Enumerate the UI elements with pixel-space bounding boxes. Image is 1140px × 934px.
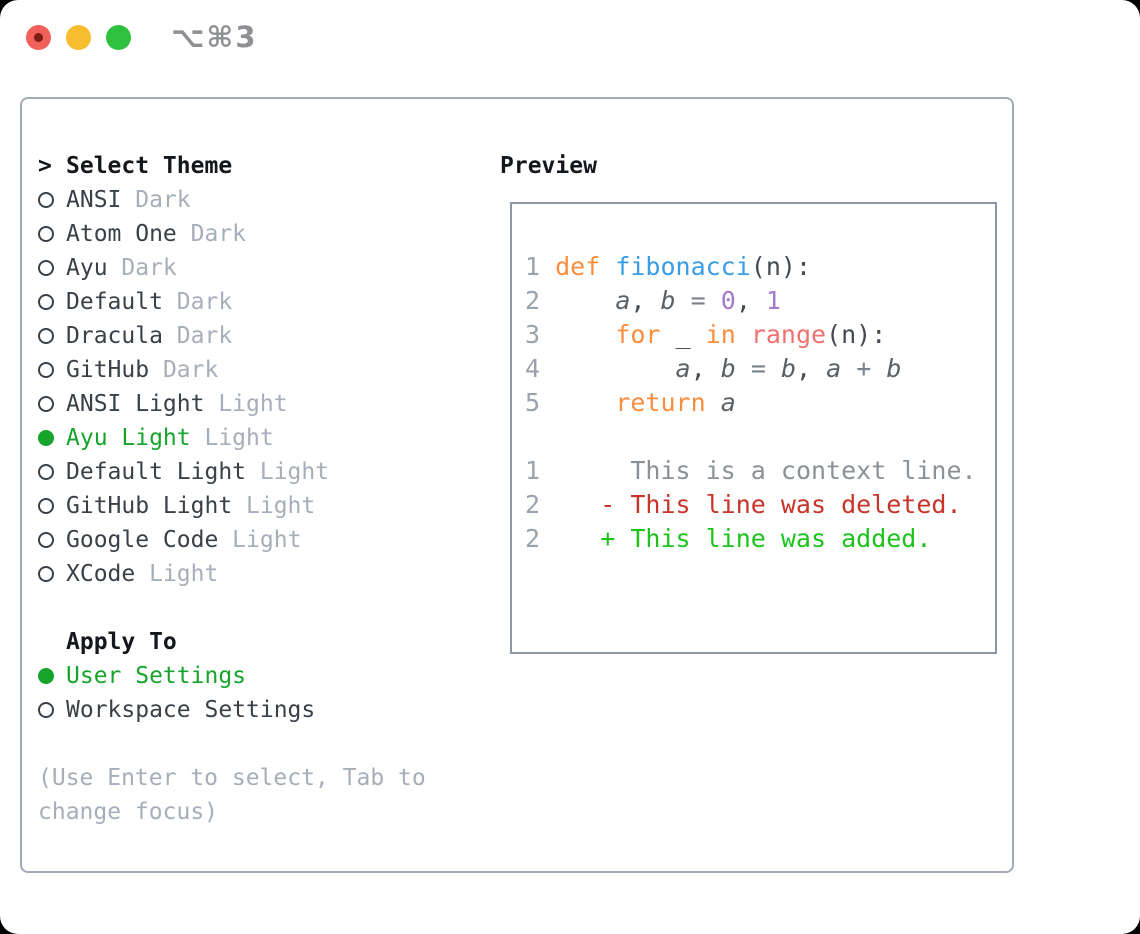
option-variant-label: Dark bbox=[107, 255, 177, 281]
option-variant-label: Light bbox=[204, 391, 288, 417]
hint-line-2: change focus) bbox=[38, 799, 219, 825]
theme-option-default[interactable]: Default Dark bbox=[38, 285, 426, 319]
theme-option-dracula[interactable]: Dracula Dark bbox=[38, 319, 426, 353]
option-label: Google Code bbox=[66, 527, 219, 553]
option-variant-label: Light bbox=[135, 561, 219, 587]
option-variant-label: Dark bbox=[162, 323, 233, 349]
theme-option-github-light[interactable]: GitHub Light Light bbox=[38, 489, 426, 523]
option-variant-label: Dark bbox=[162, 289, 233, 315]
theme-option-xcode[interactable]: XCode Light bbox=[38, 557, 426, 591]
window-title: ⌥⌘3 bbox=[171, 20, 258, 54]
option-label: GitHub Light bbox=[66, 493, 233, 519]
window-titlebar: ⌥⌘3 bbox=[26, 20, 258, 54]
option-label: User Settings bbox=[66, 663, 247, 689]
preview-code-line: 5 return a bbox=[525, 388, 736, 417]
option-variant-label: Dark bbox=[149, 357, 219, 383]
option-variant-label: Dark bbox=[121, 187, 191, 213]
theme-option-ansi[interactable]: ANSI Dark bbox=[38, 183, 426, 217]
apply-option-workspace-settings[interactable]: Workspace Settings bbox=[38, 693, 426, 727]
radio-icon bbox=[38, 464, 66, 480]
preview-code-line: 1 def fibonacci(n): bbox=[525, 252, 812, 281]
option-label: XCode bbox=[66, 561, 136, 587]
radio-icon bbox=[38, 532, 66, 548]
option-label: Dracula bbox=[66, 323, 163, 349]
radio-icon bbox=[38, 294, 66, 310]
theme-option-ansi-light[interactable]: ANSI Light Light bbox=[38, 387, 426, 421]
hint-line-1: (Use Enter to select, Tab to bbox=[38, 765, 426, 791]
option-variant-label: Light bbox=[190, 425, 274, 451]
option-variant-label: Dark bbox=[176, 221, 247, 247]
apply-option-user-settings[interactable]: User Settings bbox=[38, 659, 426, 693]
radio-selected-icon bbox=[38, 668, 66, 684]
preview-code-line: 3 for _ in range(n): bbox=[525, 320, 887, 349]
radio-icon bbox=[38, 226, 66, 242]
theme-option-google-code[interactable]: Google Code Light bbox=[38, 523, 426, 557]
radio-icon bbox=[38, 396, 66, 412]
option-label: Ayu Light bbox=[66, 425, 191, 451]
preview-code-line: 4 a, b = b, a + b bbox=[525, 354, 902, 383]
radio-icon bbox=[38, 566, 66, 582]
radio-icon bbox=[38, 328, 66, 344]
radio-icon bbox=[38, 192, 66, 208]
apply-to-heading: Apply To bbox=[66, 629, 177, 655]
option-label: Ayu bbox=[66, 255, 108, 281]
option-variant-label: Light bbox=[246, 459, 330, 485]
minimize-button[interactable] bbox=[66, 24, 91, 50]
preview-code-line: 2 + This line was added. bbox=[525, 524, 932, 553]
option-variant-label: Light bbox=[232, 493, 316, 519]
option-label: Default bbox=[66, 289, 163, 315]
option-label: ANSI Light bbox=[66, 391, 205, 417]
theme-option-default-light[interactable]: Default Light Light bbox=[38, 455, 426, 489]
option-label: Atom One bbox=[66, 221, 177, 247]
apply-to-heading-row: Apply To bbox=[38, 625, 426, 659]
option-label: Default Light bbox=[66, 459, 247, 485]
option-label: GitHub bbox=[66, 357, 150, 383]
theme-option-github[interactable]: GitHub Dark bbox=[38, 353, 426, 387]
maximize-button[interactable] bbox=[106, 24, 131, 50]
preview-code-line: 1 This is a context line. bbox=[525, 456, 977, 485]
close-button[interactable] bbox=[26, 24, 51, 50]
radio-icon bbox=[38, 362, 66, 378]
prompt-chevron-icon: > bbox=[38, 153, 52, 179]
theme-option-atom-one[interactable]: Atom One Dark bbox=[38, 217, 426, 251]
preview-heading: Preview bbox=[500, 153, 597, 179]
theme-option-ayu-light[interactable]: Ayu Light Light bbox=[38, 421, 426, 455]
theme-option-ayu[interactable]: Ayu Dark bbox=[38, 251, 426, 285]
radio-icon bbox=[38, 702, 66, 718]
select-theme-heading-row: > Select Theme bbox=[38, 149, 426, 183]
radio-icon bbox=[38, 498, 66, 514]
close-button-dot bbox=[34, 32, 43, 42]
preview-box: 1 def fibonacci(n): 2 a, b = 0, 1 3 for _ … bbox=[510, 202, 997, 654]
preview-code-line bbox=[525, 420, 995, 454]
option-variant-label: Light bbox=[218, 527, 302, 553]
preview-code-line: 2 - This line was deleted. bbox=[525, 490, 962, 519]
radio-selected-icon bbox=[38, 430, 66, 446]
preview-code-line: 2 a, b = 0, 1 bbox=[525, 286, 781, 315]
option-label: Workspace Settings bbox=[66, 697, 316, 723]
select-theme-heading: Select Theme bbox=[66, 153, 233, 179]
option-label: ANSI bbox=[66, 187, 122, 213]
radio-icon bbox=[38, 260, 66, 276]
